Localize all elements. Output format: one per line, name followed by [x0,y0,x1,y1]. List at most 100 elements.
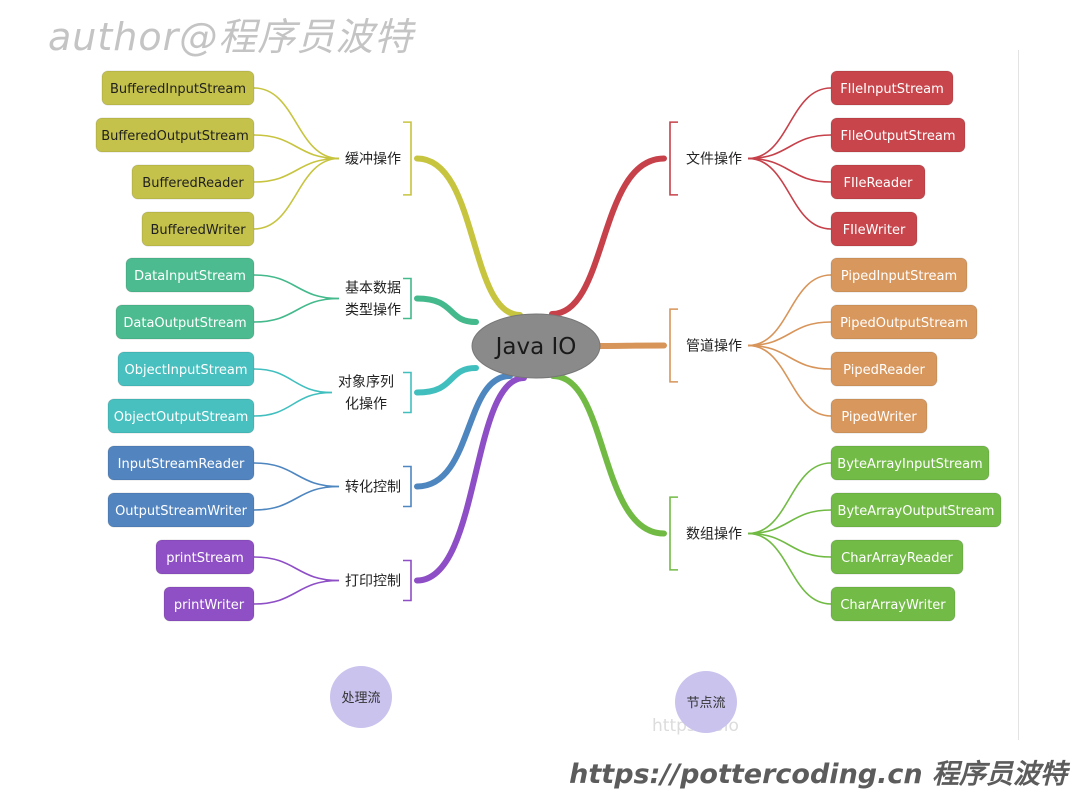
leaf-connector [747,134,832,160]
node-label: FIleInputStream [840,82,944,97]
node-filereader: FIleReader [830,164,926,200]
leaf-connector [253,274,340,300]
node-bytearrayinputstream: ByteArrayInputStream [830,445,990,481]
leaf-connector [747,509,832,535]
node-box [830,257,968,293]
node-box [830,398,928,434]
leaf-connector [253,297,340,323]
node-box [830,70,954,106]
leaf-connector [253,462,340,488]
legend-label: 节点流 [686,696,725,711]
leaf-connector [747,87,832,160]
node-box [830,586,956,622]
node-box [107,492,255,528]
leaf-connector [747,344,832,417]
node-box [131,164,255,200]
legend-circle [675,671,737,733]
leaf-connector [747,344,832,370]
leaf-connector [747,157,832,230]
node-label: printWriter [174,598,245,613]
node-box [107,398,255,434]
category-bracket [403,277,412,320]
author-watermark: author@程序员波特 [48,15,414,59]
node-box [107,445,255,481]
leaf-connector [747,157,832,183]
category-bracket [403,121,412,196]
node-label: BufferedOutputStream [101,129,249,144]
node-label: BufferedWriter [150,223,246,238]
main-branch-6 [549,155,667,317]
category-label: 对象序列化操作 [338,375,394,413]
leaf-connector [747,321,832,347]
node-datainputstream: DataInputStream [125,257,255,293]
node-bufferedreader: BufferedReader [131,164,255,200]
legend-node-stream: 节点流 [675,671,737,733]
center-ellipse [471,313,601,379]
node-label: CharArrayWriter [840,598,946,613]
node-box [117,351,255,387]
node-label: PipedReader [843,363,925,378]
main-branch-4 [414,373,513,490]
node-box [830,492,1002,528]
node-box [830,445,990,481]
node-pipedreader: PipedReader [830,351,938,387]
node-bufferedoutputstream: BufferedOutputStream [95,117,255,153]
main-branch-8 [550,373,667,537]
leaf-connector [253,556,340,582]
node-label: OutputStreamWriter [115,504,248,519]
node-box [830,351,938,387]
main-branch-7 [597,342,667,349]
node-fileinputstream: FIleInputStream [830,70,954,106]
node-bytearrayoutputstream: ByteArrayOutputStream [830,492,1002,528]
main-branch-2 [414,295,479,325]
node-pipedwriter: PipedWriter [830,398,928,434]
node-box [830,117,966,153]
category-label: 缓冲操作 [345,152,401,168]
node-label: PipedInputStream [841,269,957,284]
node-label: ByteArrayInputStream [837,457,982,472]
node-box [830,539,964,575]
node-fileoutputstream: FIleOutputStream [830,117,966,153]
node-label: ByteArrayOutputStream [838,504,995,519]
node-box [95,117,255,153]
center-node: Java IO [471,313,601,379]
node-dataoutputstream: DataOutputStream [115,304,255,340]
node-objectinputstream: ObjectInputStream [117,351,255,387]
node-pipedoutputstream: PipedOutputStream [830,304,978,340]
node-box [830,211,918,247]
node-label: DataInputStream [134,269,246,284]
node-label: FIleOutputStream [840,129,955,144]
category-bracket [669,308,678,383]
node-filewriter: FIleWriter [830,211,918,247]
main-branch-1 [414,155,523,318]
category-label: 打印控制 [345,573,401,590]
node-label: PipedOutputStream [840,316,968,331]
center-label: Java IO [494,334,577,360]
node-label: InputStreamReader [118,457,245,472]
leaf-connector [253,391,333,417]
leaf-connector [253,485,340,511]
node-printwriter: printWriter [163,586,255,622]
leaf-connector [253,87,340,160]
node-label: printStream [166,551,244,566]
site-watermark: https://pottercoding.cn 程序员波特 [569,759,1067,790]
node-box [163,586,255,622]
node-box [101,70,255,106]
nodes: 缓冲操作BufferedInputStreamBufferedOutputStr… [95,70,1002,733]
branch-lines [253,87,832,605]
leaf-connector [747,532,832,605]
category-bracket [669,496,678,571]
node-label: DataOutputStream [123,316,246,331]
category-bracket [669,121,678,196]
leaf-connector [747,462,832,535]
node-objectoutputstream: ObjectOutputStream [107,398,255,434]
node-box [155,539,255,575]
node-outputstreamwriter: OutputStreamWriter [107,492,255,528]
leaf-connector [253,157,340,183]
node-inputstreamreader: InputStreamReader [107,445,255,481]
node-box [115,304,255,340]
legend-circle [330,666,392,728]
leaf-connector [253,579,340,605]
divider [1018,50,1019,740]
